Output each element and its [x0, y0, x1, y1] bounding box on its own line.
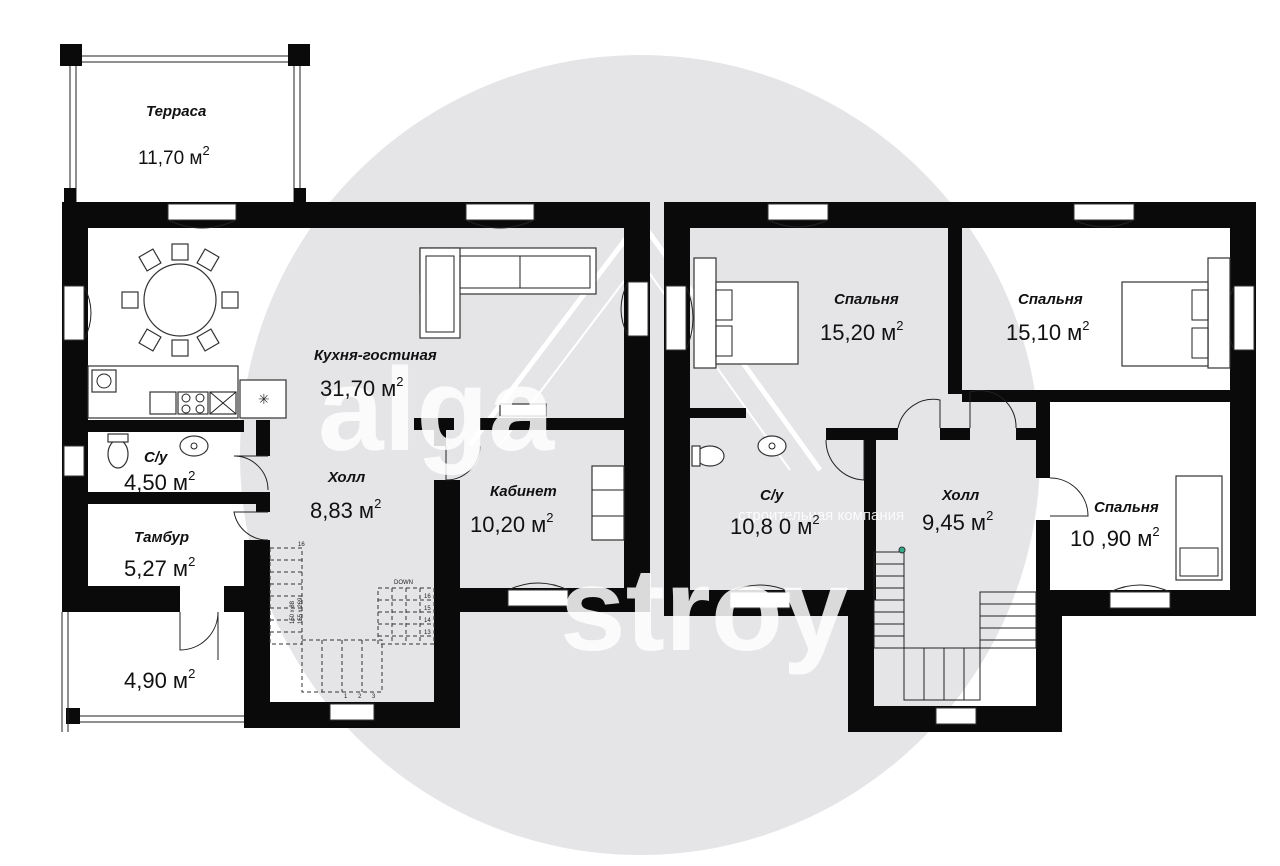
stair-dim-1: 150 x 88	[290, 600, 296, 624]
stair-step-14: 14	[424, 618, 431, 624]
watermark-brand-top: alga	[318, 344, 555, 476]
kitchen-living-area: 31,70 м2	[320, 374, 404, 401]
stair-step-1: 1	[344, 694, 348, 700]
floor-1-plan: ✳	[60, 44, 650, 732]
bedroom-3-area: 10 ,90 м2	[1070, 524, 1160, 551]
office-area: 10,20 м2	[470, 510, 554, 537]
bed-3	[1175, 475, 1223, 581]
staircase-floor-2	[873, 546, 1037, 701]
terrace-frame	[60, 44, 310, 202]
bathroom-2-area: 10,8 0 м2	[730, 512, 820, 539]
stair-down-label: DOWN	[394, 580, 413, 586]
bedroom-1-name: Спальня	[834, 291, 899, 308]
watermark-brand: alga stroy строительная компания	[318, 344, 904, 676]
vestibule-area: 5,27 м2	[124, 554, 195, 581]
kitchen-living-name: Кухня-гостиная	[314, 347, 437, 364]
hall-2-name: Холл	[941, 487, 980, 504]
bathroom-1-area: 4,50 м2	[124, 468, 195, 495]
office-name: Кабинет	[490, 483, 557, 500]
bathroom-2-name: С/у	[760, 487, 784, 504]
stair-top-step: 16	[298, 542, 305, 548]
porch-area: 4,90 м2	[124, 666, 195, 693]
floor-2-labels: Спальня 15,20 м2 Спальня 15,10 м2 С/у 10…	[730, 291, 1160, 551]
bedroom-1-area: 15,20 м2	[820, 318, 904, 345]
staircase-floor-1: DOWN 16 16 15 14 13 1 2 3 150 x 88 155 x…	[269, 542, 435, 700]
bed-2	[1121, 257, 1231, 369]
hall-2-area: 9,45 м2	[922, 508, 993, 535]
stair-step-3: 3	[372, 694, 376, 700]
terrace-name: Терраса	[146, 103, 206, 120]
stair-step-2: 2	[358, 694, 362, 700]
stair-dim-2: 155 x 269	[298, 597, 304, 624]
bedroom-2-area: 15,10 м2	[1006, 318, 1090, 345]
watermark-brand-bottom: stroy	[560, 544, 849, 676]
bathroom-1-name: С/у	[144, 449, 168, 466]
stair-step-16: 16	[424, 594, 431, 600]
vestibule-name: Тамбур	[134, 529, 189, 546]
terrace-area: 11,70 м2	[138, 143, 210, 169]
stair-step-13: 13	[424, 630, 431, 636]
bed-1	[693, 257, 799, 369]
hall-1-name: Холл	[327, 469, 366, 486]
kitchen-counter: ✳	[87, 365, 287, 419]
bedroom-2-name: Спальня	[1018, 291, 1083, 308]
hall-1-area: 8,83 м2	[310, 496, 381, 523]
bathroom-2-fixtures	[691, 435, 787, 467]
svg-text:✳: ✳	[258, 392, 270, 408]
stair-step-15: 15	[424, 606, 431, 612]
floor-1-labels: Терраса 11,70 м2 Кухня-гостиная 31,70 м2…	[124, 103, 557, 693]
dining-table	[121, 243, 239, 357]
bedroom-3-name: Спальня	[1094, 499, 1159, 516]
corner-sofa	[419, 247, 597, 417]
watermark-tagline: строительная компания	[738, 507, 904, 524]
bathroom-1-fixtures	[107, 433, 209, 469]
floor-2-plan	[664, 202, 1256, 732]
